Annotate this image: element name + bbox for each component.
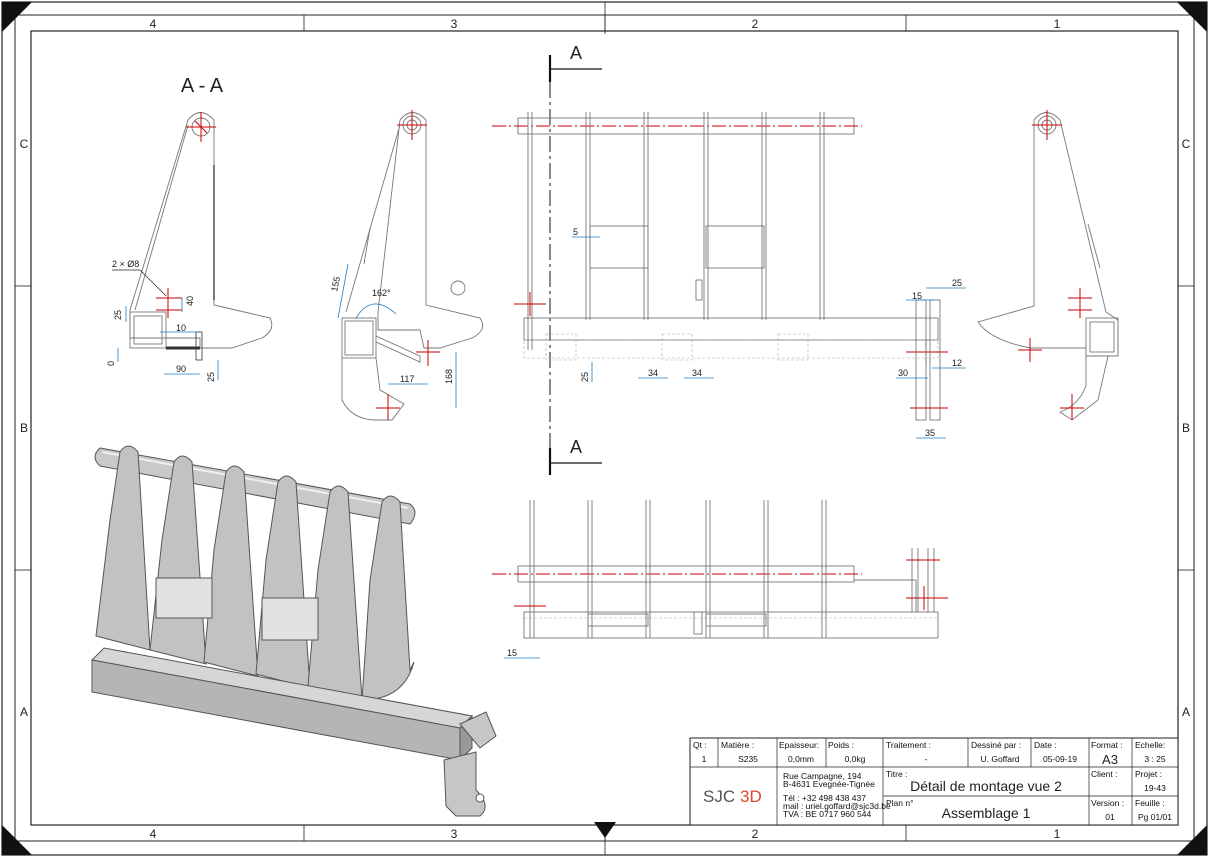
tb-poids-value: 0,0kg bbox=[845, 754, 866, 764]
tb-client-label: Client : bbox=[1091, 769, 1117, 779]
center-mark-bottom bbox=[594, 822, 616, 838]
row-label-left-c: C bbox=[20, 137, 29, 151]
zone-frame bbox=[14, 14, 1195, 842]
col-label-bottom-3: 3 bbox=[451, 827, 458, 841]
tb-tva: TVA : BE 0717 960 544 bbox=[783, 809, 871, 819]
dim-15-a: 15 bbox=[912, 291, 922, 301]
section-marker-top: A bbox=[570, 43, 582, 63]
col-label-top-2: 2 bbox=[752, 17, 759, 31]
tb-traitement-label: Traitement : bbox=[886, 740, 931, 750]
zone-dividers bbox=[15, 15, 1194, 841]
tb-projet-label: Projet : bbox=[1135, 769, 1162, 779]
row-label-right-c: C bbox=[1182, 137, 1191, 151]
row-label-right-b: B bbox=[1182, 421, 1190, 435]
dim-0: 0 bbox=[106, 361, 116, 366]
tb-plan-value: Assemblage 1 bbox=[942, 805, 1031, 821]
dim-117: 117 bbox=[400, 374, 414, 384]
dim-12: 12 bbox=[952, 358, 962, 368]
tb-addr1: Rue Campagne, 194 bbox=[783, 771, 862, 781]
logo-text-right: 3D bbox=[740, 787, 762, 806]
tb-echelle-label: Echelle: bbox=[1135, 740, 1165, 750]
tb-feuille-label: Feuille : bbox=[1135, 798, 1165, 808]
row-label-left-b: B bbox=[20, 421, 28, 435]
dim-25-d: 25 bbox=[952, 278, 962, 288]
tb-format-label: Format : bbox=[1091, 740, 1123, 750]
tb-tel: Tél : +32 498 438 437 bbox=[783, 793, 866, 803]
dim-holes: 2 × Ø8 bbox=[112, 259, 139, 269]
title-block: Qt : 1 Matière : S235 Epaisseur: 0,0mm P… bbox=[689, 737, 1179, 826]
dim-30: 30 bbox=[898, 368, 908, 378]
col-label-bottom-2: 2 bbox=[752, 827, 759, 841]
col-label-bottom-4: 4 bbox=[150, 827, 157, 841]
dim-25-b: 25 bbox=[206, 372, 216, 382]
tb-format-value: A3 bbox=[1102, 752, 1118, 767]
dim-15-b: 15 bbox=[507, 648, 517, 658]
tb-version-label: Version : bbox=[1091, 798, 1124, 808]
dim-155: 155 bbox=[329, 276, 342, 293]
tb-projet-value: 19-43 bbox=[1144, 783, 1166, 793]
tb-addr2: B-4631 Evegnée-Tignée bbox=[783, 779, 875, 789]
front-view bbox=[492, 112, 948, 421]
dim-34-b: 34 bbox=[692, 368, 702, 378]
tb-titre-label: Titre : bbox=[886, 769, 907, 779]
dim-168: 168 bbox=[444, 369, 454, 384]
tb-titre-value: Détail de montage vue 2 bbox=[910, 778, 1062, 794]
top-dimensions: 15 bbox=[504, 648, 540, 659]
tb-date-value: 05-09-19 bbox=[1043, 754, 1077, 764]
top-view bbox=[492, 500, 948, 639]
section-line-aa: A A bbox=[548, 43, 602, 475]
dim-40: 40 bbox=[185, 296, 195, 306]
front-dimensions: 5 25 34 34 15 25 30 12 35 bbox=[572, 227, 966, 439]
tb-qt-value: 1 bbox=[702, 754, 707, 764]
corner-marker-tr bbox=[1177, 2, 1207, 32]
col-label-top-4: 4 bbox=[150, 17, 157, 31]
col-label-bottom-1: 1 bbox=[1054, 827, 1061, 841]
corner-marker-br bbox=[1177, 825, 1207, 855]
dim-25-a: 25 bbox=[113, 310, 123, 320]
tb-echelle-value: 3 : 25 bbox=[1144, 754, 1166, 764]
tb-poids-label: Poids : bbox=[828, 740, 854, 750]
dim-5: 5 bbox=[573, 227, 578, 237]
dim-25-c: 25 bbox=[580, 372, 590, 382]
dim-90: 90 bbox=[176, 364, 186, 374]
tb-feuille-value: Pg 01/01 bbox=[1138, 812, 1172, 822]
end-view-right bbox=[977, 110, 1119, 421]
tb-plan-label: Plan n° bbox=[886, 798, 914, 808]
tb-date-label: Date : bbox=[1034, 740, 1057, 750]
isometric-view bbox=[90, 445, 497, 817]
section-marker-bottom: A bbox=[570, 437, 582, 457]
side-view bbox=[341, 110, 484, 421]
row-label-left-a: A bbox=[20, 705, 28, 719]
dim-angle-162: 162° bbox=[372, 288, 391, 298]
tb-matiere-label: Matière : bbox=[721, 740, 754, 750]
side-dimensions: 155 162° 117 168 bbox=[329, 263, 457, 408]
col-label-top-1: 1 bbox=[1054, 17, 1061, 31]
section-dimensions: 2 × Ø8 40 25 10 0 90 25 bbox=[106, 259, 219, 382]
tb-qt-label: Qt : bbox=[693, 740, 707, 750]
dim-10: 10 bbox=[176, 323, 186, 333]
tb-version-value: 01 bbox=[1105, 812, 1115, 822]
tb-epaisseur-value: 0,0mm bbox=[788, 754, 814, 764]
dim-35: 35 bbox=[925, 428, 935, 438]
col-label-top-3: 3 bbox=[451, 17, 458, 31]
tb-dessine-value: U. Goffard bbox=[980, 754, 1019, 764]
corner-marker-bl bbox=[2, 825, 32, 855]
logo-text-left: SJC bbox=[703, 787, 735, 806]
section-title: A - A bbox=[181, 75, 224, 97]
dim-34-a: 34 bbox=[648, 368, 658, 378]
tb-mail: mail : uriel.goffard@sjc3d.be bbox=[783, 801, 891, 811]
tb-matiere-value: S235 bbox=[738, 754, 758, 764]
section-view-aa bbox=[129, 112, 273, 361]
tb-traitement-value: - bbox=[925, 754, 928, 764]
tb-epaisseur-label: Epaisseur: bbox=[779, 740, 819, 750]
tb-dessine-label: Dessiné par : bbox=[971, 740, 1021, 750]
corner-marker-tl bbox=[2, 2, 32, 32]
row-label-right-a: A bbox=[1182, 705, 1190, 719]
